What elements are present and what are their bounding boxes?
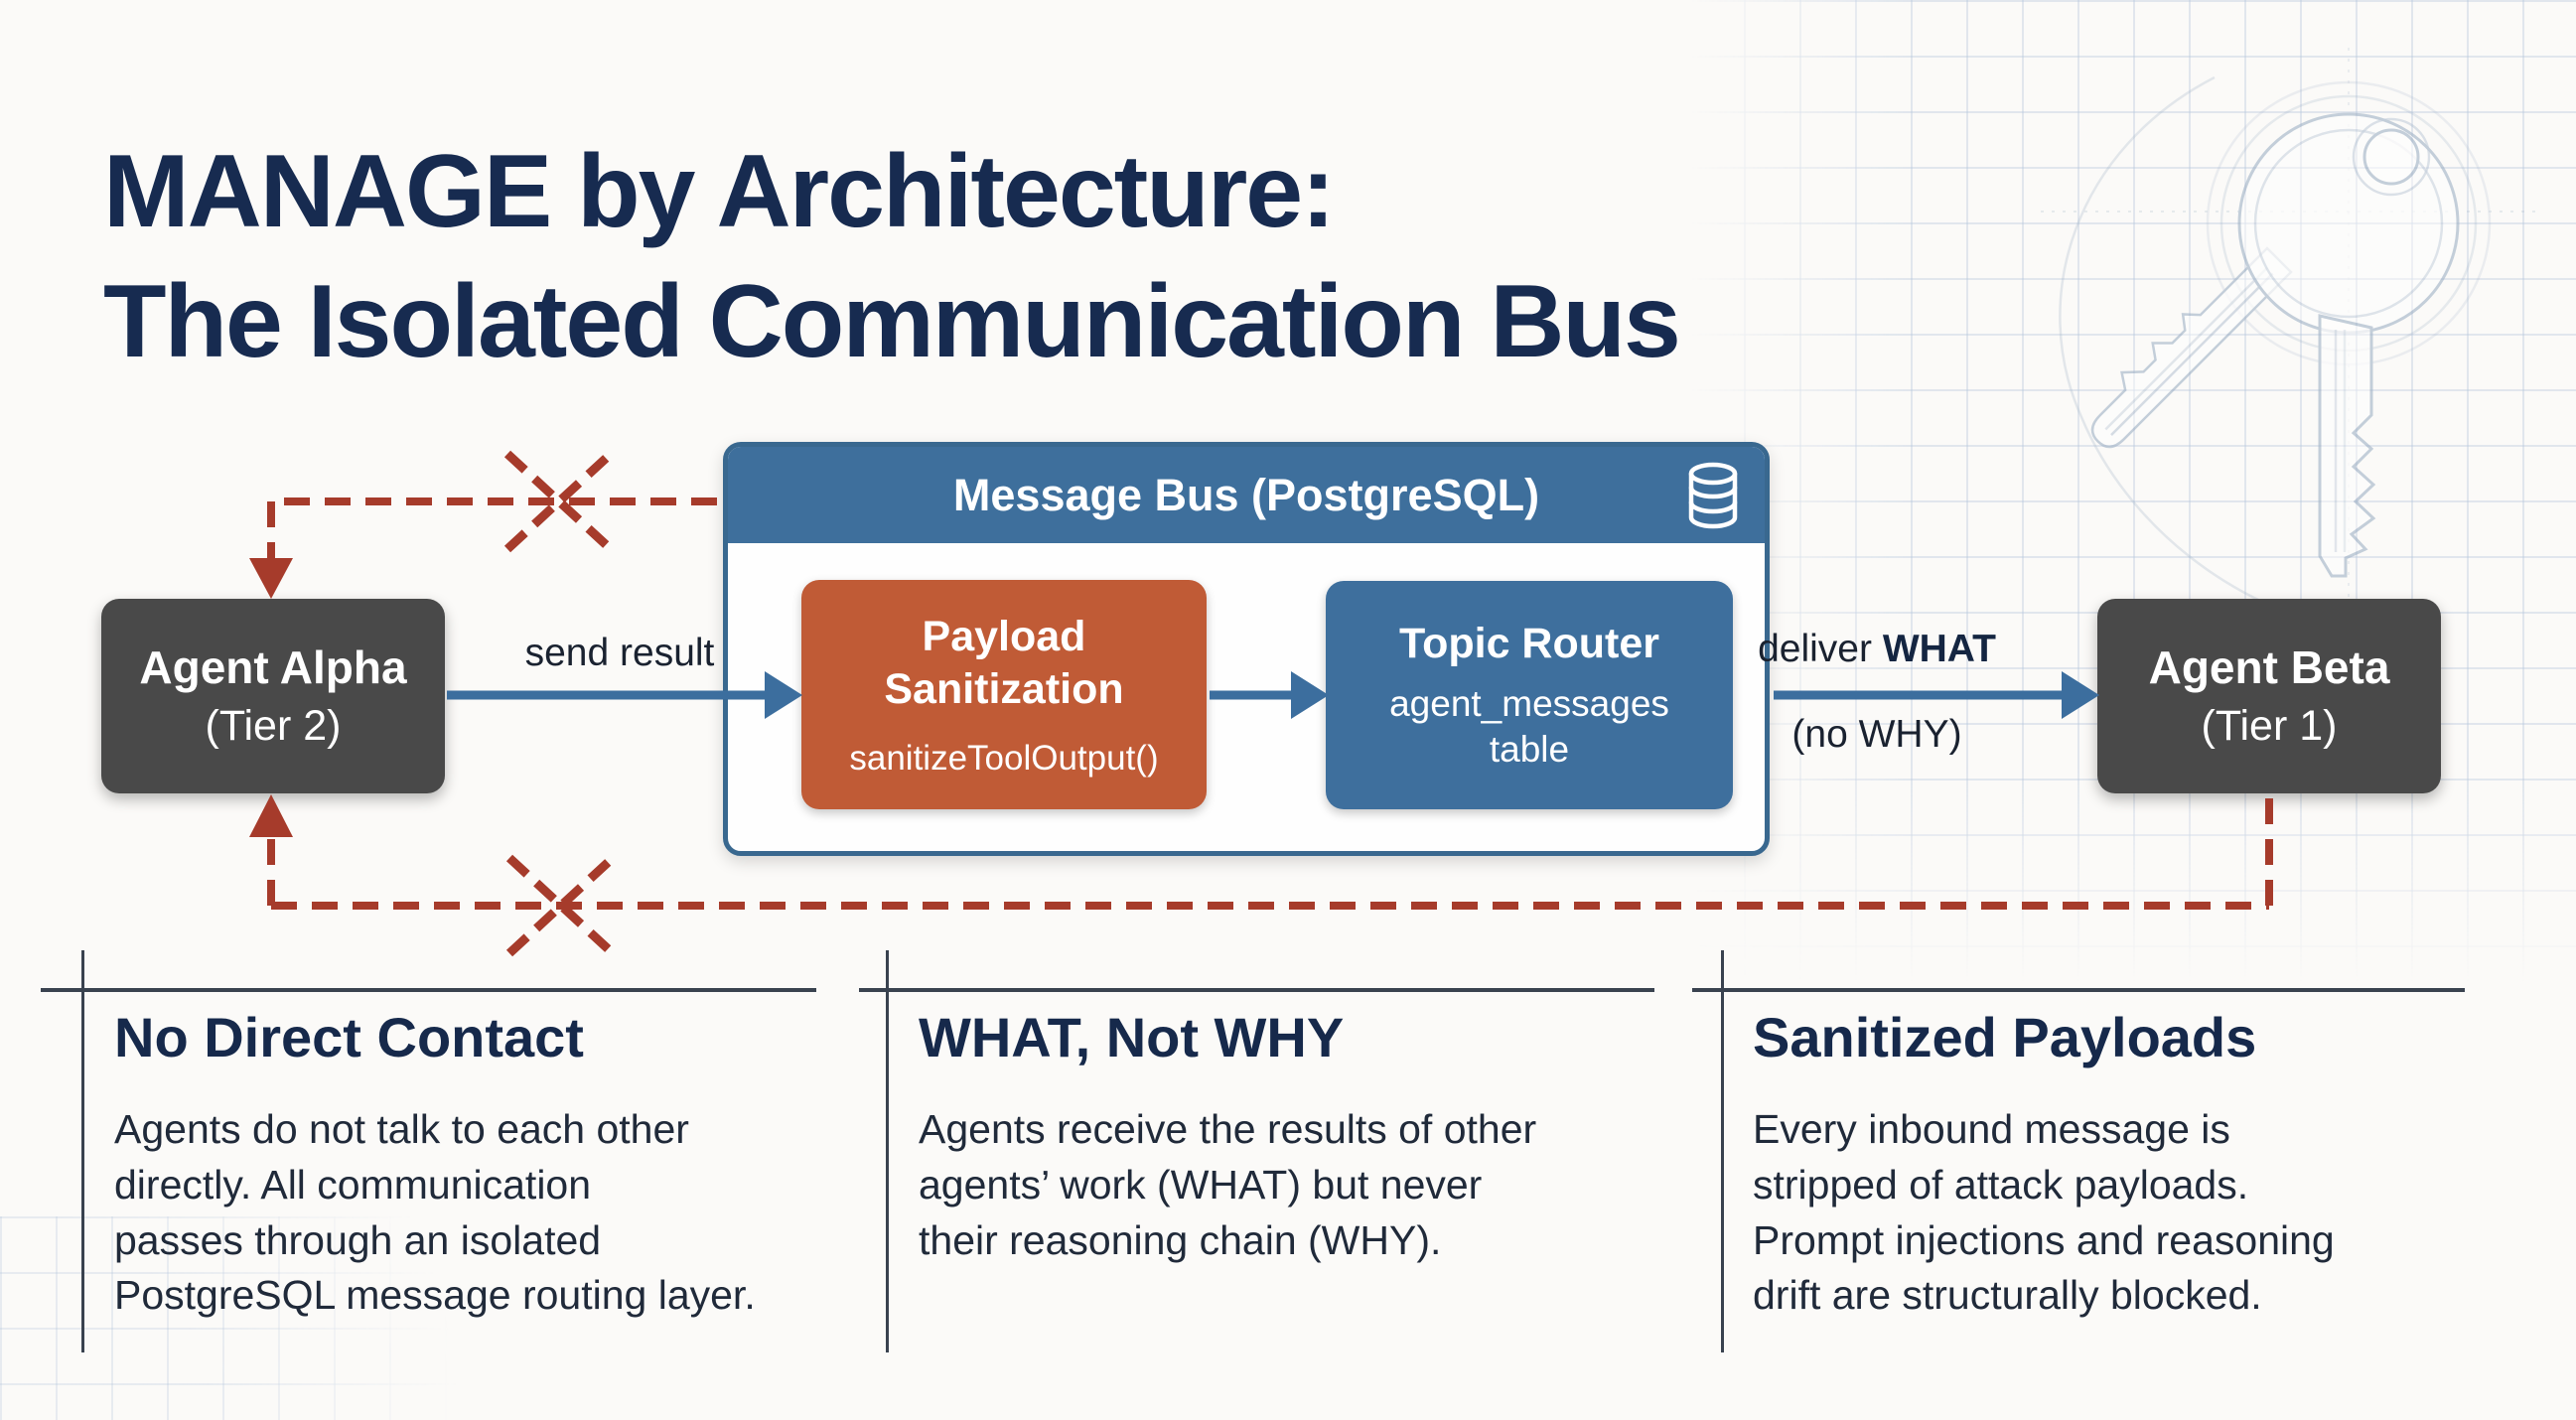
topic-router-box: Topic Router agent_messages table bbox=[1326, 581, 1733, 809]
send-result-label: send result bbox=[524, 632, 715, 674]
column-heading-sanitized-payloads: Sanitized Payloads bbox=[1753, 1006, 2257, 1068]
column-divider-rule bbox=[41, 988, 816, 992]
column-body-what-not-why: Agents receive the results of other agen… bbox=[919, 1106, 1537, 1263]
background-grid-corner bbox=[0, 1216, 556, 1420]
payload-sanitization-box: Payload Sanitization sanitizeToolOutput(… bbox=[801, 580, 1207, 809]
deliver-what-label: deliver WHAT bbox=[1758, 628, 1996, 670]
payload-sanitization-subtitle: sanitizeToolOutput() bbox=[849, 738, 1159, 778]
topic-router-subtitle: agent_messages table bbox=[1389, 682, 1669, 771]
message-bus-header: Message Bus (PostgreSQL) bbox=[728, 447, 1765, 543]
column-divider-vline bbox=[1721, 950, 1724, 1352]
blocked-x-icon bbox=[503, 450, 615, 553]
agent-alpha-name: Agent Alpha bbox=[139, 641, 407, 694]
agent-beta-name: Agent Beta bbox=[2148, 641, 2390, 694]
agent-beta-box: Agent Beta (Tier 1) bbox=[2097, 599, 2441, 793]
column-body-sanitized-payloads: Every inbound message is stripped of att… bbox=[1753, 1106, 2335, 1319]
blocked-x-icon bbox=[505, 854, 617, 957]
column-divider-vline bbox=[886, 950, 889, 1352]
agent-alpha-tier: (Tier 2) bbox=[205, 701, 342, 750]
page-title: MANAGE by Architecture: The Isolated Com… bbox=[103, 133, 1681, 379]
column-heading-no-direct-contact: No Direct Contact bbox=[114, 1006, 584, 1068]
database-icon bbox=[1688, 462, 1738, 529]
blocked-arrowhead-down bbox=[249, 558, 293, 599]
message-bus-title: Message Bus (PostgreSQL) bbox=[952, 469, 1540, 520]
column-body-no-direct-contact: Agents do not talk to each other directl… bbox=[114, 1106, 756, 1319]
blocked-arrowhead-up bbox=[249, 794, 293, 837]
topic-router-title: Topic Router bbox=[1399, 619, 1659, 667]
background-grid-right bbox=[1688, 0, 2576, 983]
agent-beta-tier: (Tier 1) bbox=[2201, 701, 2338, 750]
payload-sanitization-title: Payload Sanitization bbox=[884, 613, 1124, 713]
column-divider-rule bbox=[859, 988, 1654, 992]
column-divider-rule bbox=[1692, 988, 2465, 992]
no-why-label: (no WHY) bbox=[1791, 713, 1962, 756]
column-heading-what-not-why: WHAT, Not WHY bbox=[919, 1006, 1345, 1068]
blocked-path-top bbox=[267, 497, 717, 558]
column-divider-vline bbox=[81, 950, 84, 1352]
agent-alpha-box: Agent Alpha (Tier 2) bbox=[101, 599, 445, 793]
